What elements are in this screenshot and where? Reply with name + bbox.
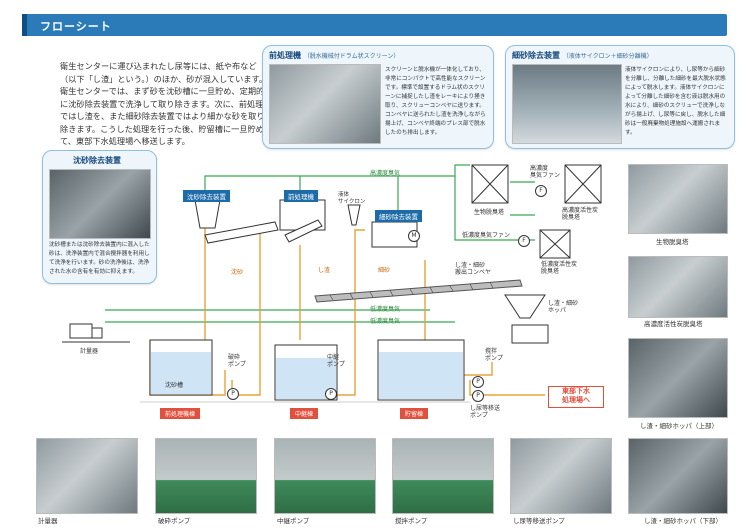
header-bar [22,14,727,36]
fine-sand-photo [512,64,622,144]
hopper-label: し渣・細砂 ホッパ [548,300,579,314]
callout-pretreatment: 前処理機 （脱水機械付ドラム状スクリーン） スクリーンと脱水機が一体化しており、… [262,45,494,149]
cyclone-label: 液体 サイクロン [338,192,366,205]
callout-fine-sand: 細砂除去装置 （液体サイクロン＋細砂分離機） 液体サイクロンにより、し尿等から細… [505,45,735,149]
towers [471,164,602,259]
bottom-photo-5 [510,438,612,514]
equip-pretreatment-label: 前処理機 [284,190,318,202]
bottom-photo-3 [274,438,376,514]
high-tower-caption: 高濃度活性炭脱臭塔 [644,320,703,328]
pretreatment-shape [279,199,326,243]
high-fan-icon: F [535,185,547,197]
bio-tower-caption: 生物脱臭塔 [656,238,689,246]
bottom-caption-6: し渣・細砂ホッパ（下部） [644,517,722,525]
conveyor-hatching [329,281,494,301]
sand-tank-label: 沈砂槽 [165,382,184,389]
header-accent [22,14,27,36]
sand-label: 沈砂 [231,269,244,276]
equip-sand-remover-label: 沈砂除去装置 [183,190,230,202]
bottom-caption-5: し尿等移送ポンプ [513,517,565,525]
pump-stir-label: 撹拌 ポンプ [485,348,503,362]
odor-high-label: 高濃度臭気 [370,170,401,177]
hopper-shape [504,294,549,344]
tank-water [151,352,463,399]
pump-wash-label: 破砕 ポンプ [228,354,246,368]
sand-removal-photo [49,169,151,239]
low-tower-label: 低濃度活性炭 脱臭塔 [541,261,578,275]
pump-wash-icon: P [227,388,239,400]
building-storage-label: 貯留棟 [400,408,429,419]
high-tower-label: 高濃度活性炭 脱臭塔 [562,207,599,221]
low-fan-icon: F [518,235,530,247]
callout-pretreatment-subtitle: （脱水機械付ドラム状スクリーン） [303,53,400,60]
bottom-caption-4: 撹拌ポンプ [395,517,428,525]
callout-sand-removal: 沈砂除去装置 沈砂槽または沈砂除去装置内に混入した砂は、洗浄装置内で混合攪拌器を… [42,150,157,284]
equip-fine-sand-label: 細砂除去装置 [375,210,422,222]
callout-pretreatment-text: スクリーンと脱水機が一体化しており、非常にコンパクトで高性能なスクリーンです。標… [385,67,486,136]
callout-sand-removal-title: 沈砂除去装置 [73,156,121,165]
high-tower-photo [628,256,728,318]
hopper-top-photo [628,338,728,418]
page-title: フローシート [40,20,112,33]
bio-tower-photo [628,164,728,234]
callout-fine-sand-title: 細砂除去装置 （液体サイクロン＋細砂分離機） [512,50,653,61]
bottom-caption-2: 破砕ポンプ [158,517,191,525]
pump-relay-label: 中継 ポンプ [327,354,345,368]
pump-transfer-icon: P [472,390,484,402]
low-fan-label: 低濃度臭気ファン [462,232,511,239]
fine-sand-label: 細砂 [378,267,391,274]
callout-sand-removal-text: 沈砂槽または沈砂除去装置内に混入した砂は、洗浄装置内で混合攪拌器を利用して洗浄を… [49,242,150,275]
callout-fine-sand-text: 液体サイクロンにより、し尿等から細砂を分離し、分離した細砂を最大脱水状態によって… [625,67,726,136]
bottom-photo-6 [628,438,728,514]
building-receive-label: 前処理機棟 [160,408,201,419]
truck-scale-label: 計量器 [80,348,99,355]
building-relay-label: 中継棟 [290,408,319,419]
bottom-caption-3: 中継ポンプ [277,517,310,525]
shisa-label: し渣 [318,267,331,274]
destination-box: 東部下水 処理場へ [548,386,604,408]
bottom-photo-1 [36,438,138,514]
bio-tower-label: 生物脱臭塔 [474,209,505,216]
odor-low-label-2: 低濃度臭気 [370,318,401,325]
callout-fine-sand-name: 細砂除去装置 [512,51,560,60]
callout-pretreatment-title: 前処理機 （脱水機械付ドラム状スクリーン） [269,50,399,61]
callout-pretreatment-name: 前処理機 [269,51,301,60]
hopper-top-caption: し渣・細砂ホッパ（上部） [640,422,718,430]
bottom-photo-4 [392,438,494,514]
callout-fine-sand-subtitle: （液体サイクロン＋細砂分離機） [562,53,653,60]
odor-low-label-1: 低濃度臭気 [370,306,401,313]
bottom-photo-2 [155,438,257,514]
bottom-caption-1: 計量器 [38,517,58,525]
sand-remover-shape [194,199,279,244]
motor-icon: M [408,230,420,242]
conveyor-label: し渣・細砂 搬出コンベヤ [455,262,492,276]
truck-scale-shape [62,323,130,343]
high-fan-label: 高濃度 臭気ファン [530,165,561,179]
pump-transfer-label: し尿等移送 ポンプ [470,405,501,419]
pretreatment-photo [269,64,381,144]
pump-stir-icon: P [472,376,484,388]
conveyor-shape [314,279,523,303]
intro-text: 衛生センターに運び込まれたし尿等には、紙や布など（以下「し渣」という。）のほか、… [60,61,272,146]
pump-relay-icon: P [325,388,337,400]
